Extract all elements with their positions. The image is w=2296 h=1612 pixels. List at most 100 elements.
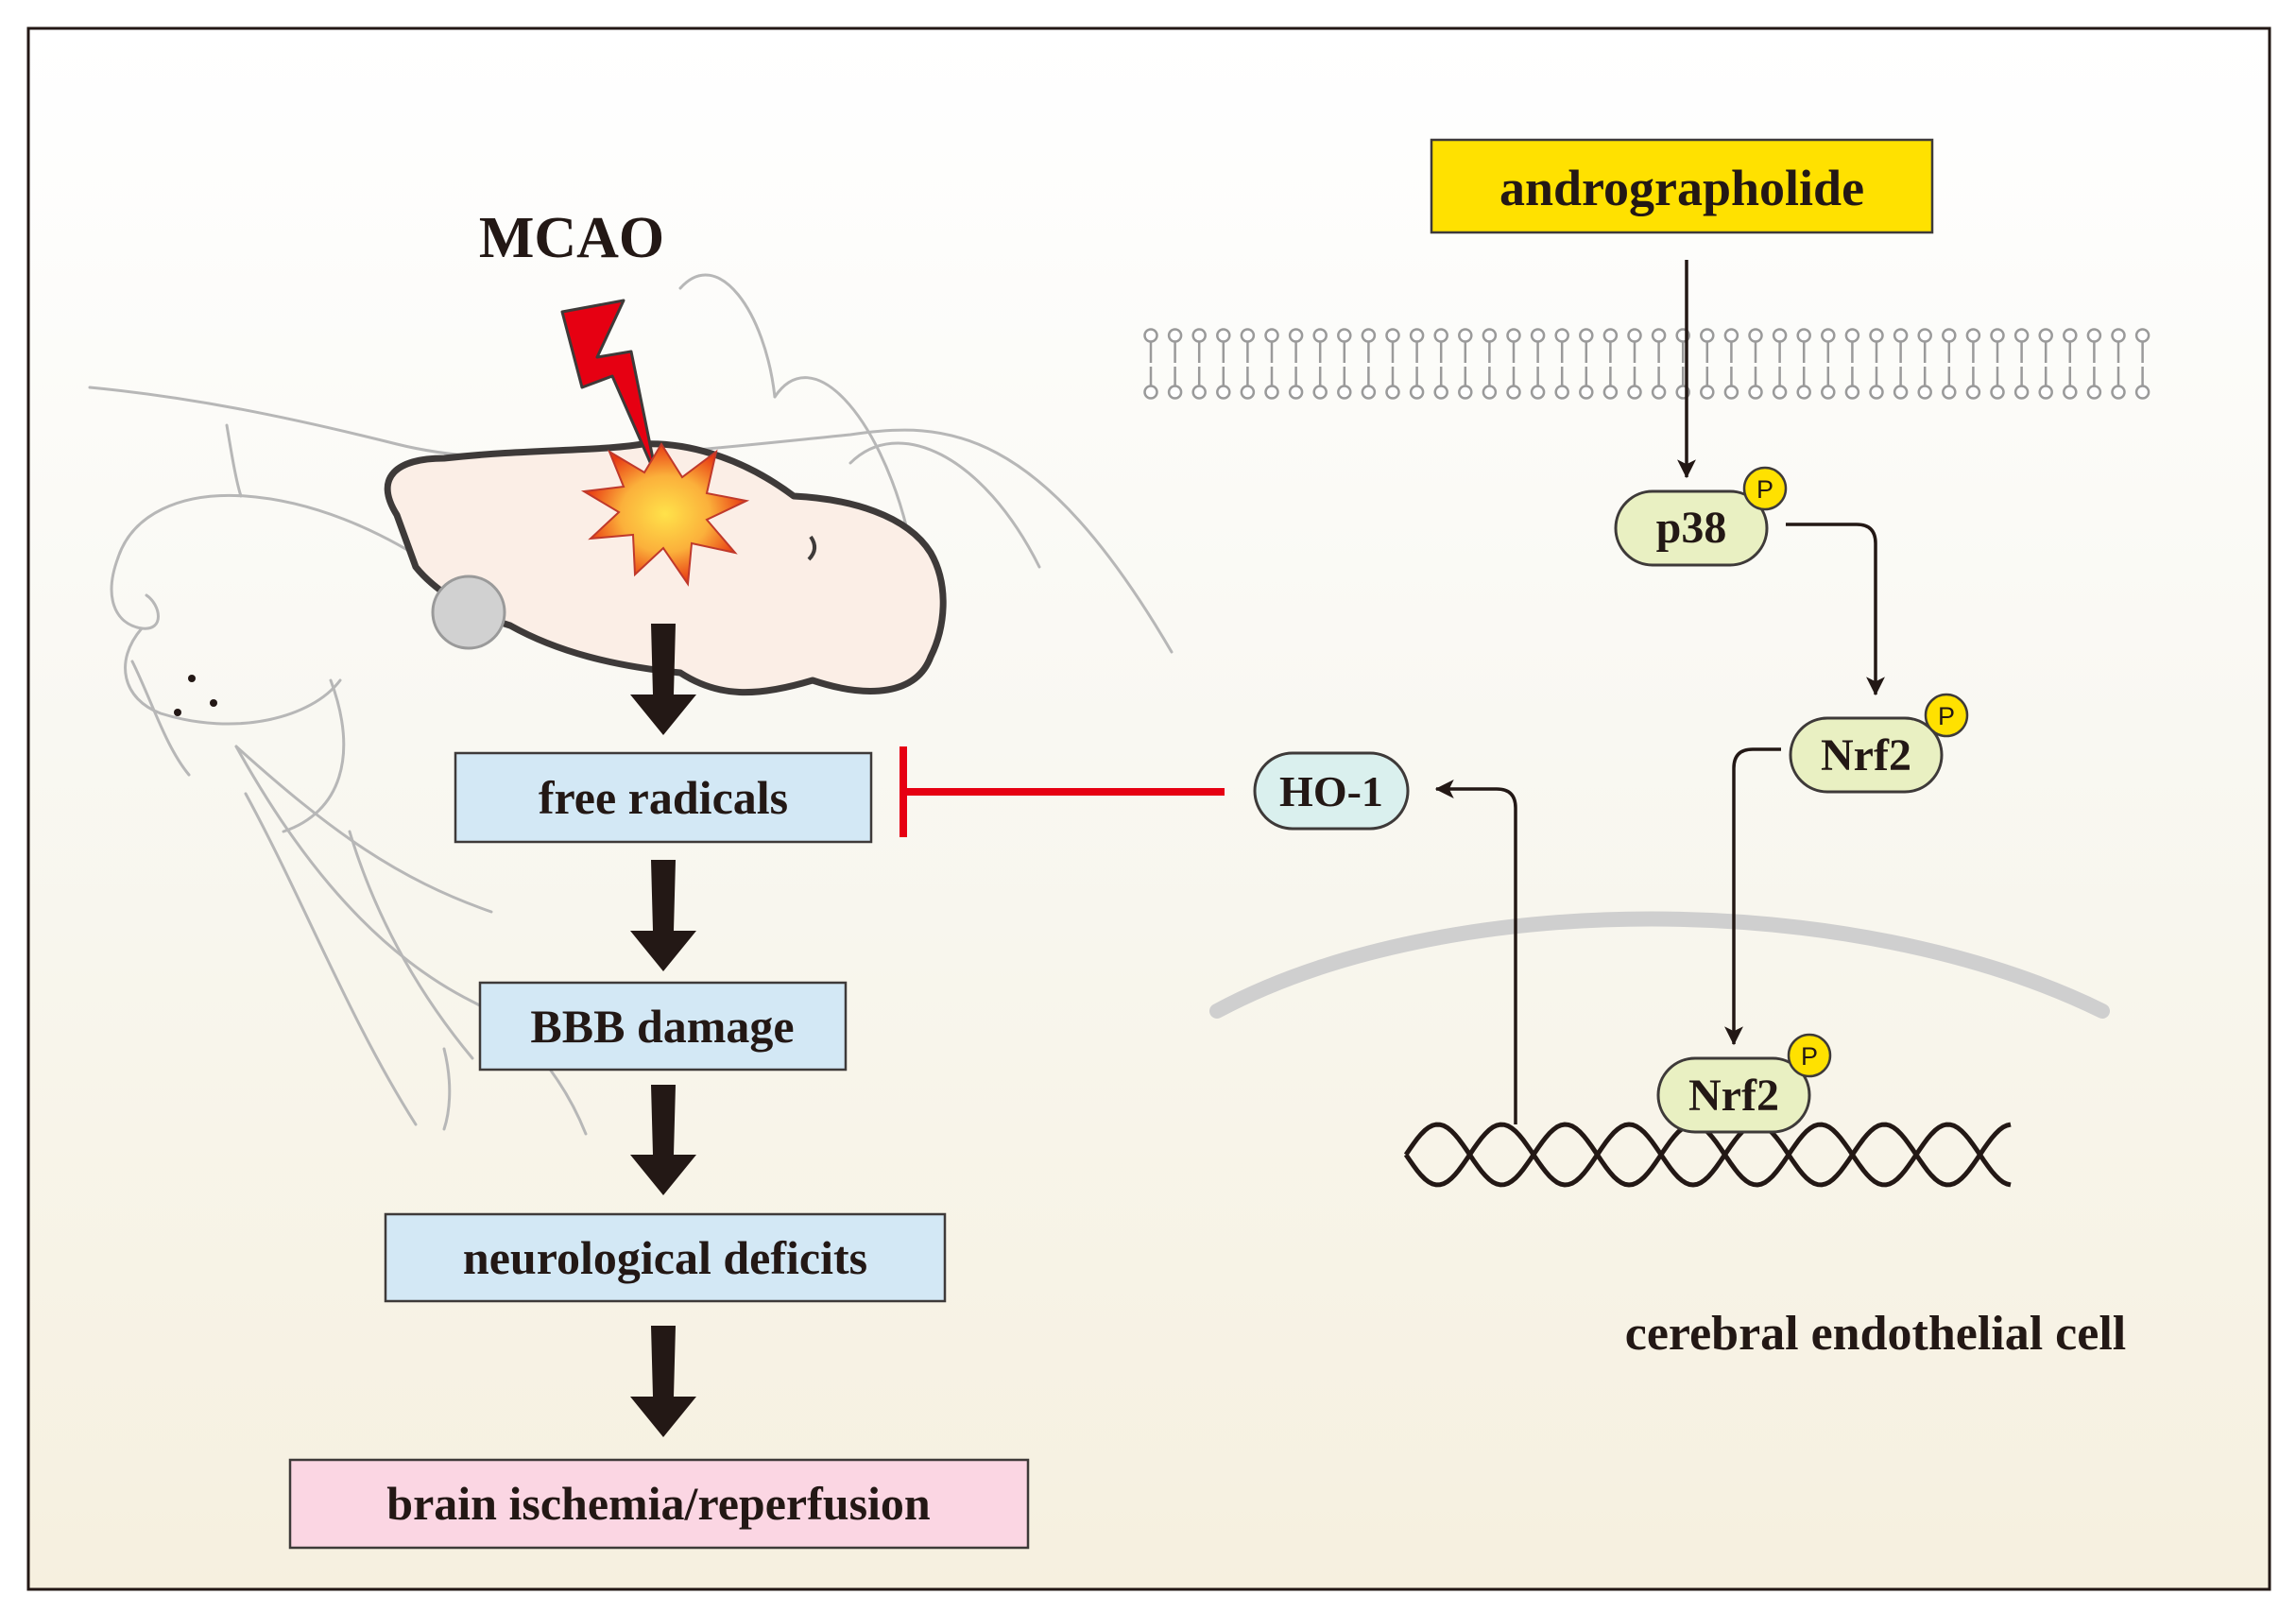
lipid-head (2086, 385, 2102, 400)
lipid-head (1700, 385, 1715, 400)
lipid-head (1143, 328, 1158, 343)
nuclear-envelope (1209, 911, 2110, 1019)
svg-text:P: P (1801, 1042, 1818, 1071)
lipid-head (1312, 328, 1328, 343)
svg-text:BBB damage: BBB damage (530, 1000, 794, 1053)
lipid-head (1965, 385, 1981, 400)
lipid-head (1844, 328, 1860, 343)
lipid-head (1723, 328, 1739, 343)
lipid-head (1627, 328, 1642, 343)
ho1-node: HO-1 (1253, 751, 1410, 831)
svg-text:free radicals: free radicals (539, 771, 788, 824)
lipid-head (1506, 385, 1521, 400)
brain-fold (807, 535, 817, 561)
lipid-head (1433, 385, 1448, 400)
lipid-head (1385, 328, 1400, 343)
lipid-head (1482, 385, 1498, 400)
mcao-label: MCAO (479, 206, 664, 270)
lipid-head (2013, 385, 2030, 400)
lipid-head (1869, 385, 1884, 400)
svg-text:P: P (1938, 702, 1955, 730)
lipid-head (1821, 328, 1836, 343)
lipid-head (1990, 328, 2005, 343)
pathway-arrows (1434, 260, 1885, 1124)
phospho-badge-nrf2-nucleus: P (1787, 1033, 1832, 1078)
lipid-head (1216, 328, 1231, 343)
lipid-head (1942, 385, 1957, 400)
cascade-box-free-radicals: free radicals (454, 751, 873, 844)
lipid-head (1264, 328, 1279, 343)
cascade-box-neurological-deficits: neurological deficits (384, 1212, 947, 1303)
lipid-head (1337, 385, 1352, 400)
cascade-box-bbb-damage: BBB damage (478, 981, 848, 1072)
lipid-head (1506, 328, 1521, 343)
rat-outline (88, 273, 1174, 1136)
lipid-head (1458, 385, 1473, 400)
lipid-head (1337, 328, 1352, 343)
inhibition-ho1-free-radicals (900, 746, 1225, 837)
lipid-head (1965, 328, 1981, 343)
lipid-head (2111, 385, 2126, 400)
nrf2-cytoplasm-node: Nrf2 (1789, 716, 1944, 794)
nrf2-nucleus-node: Nrf2 (1656, 1056, 1811, 1134)
lipid-head (1385, 385, 1400, 400)
cascade-arrows (630, 624, 696, 1437)
phospho-badge-nrf2-cytoplasm: P (1924, 693, 1969, 738)
phospho-badge-p38: P (1742, 466, 1788, 511)
p38-node: p38 (1614, 489, 1769, 567)
lipid-head (1312, 385, 1328, 400)
lipid-head (1530, 385, 1546, 400)
svg-text:HO-1: HO-1 (1279, 767, 1383, 815)
lipid-head (1240, 328, 1256, 343)
lipid-head (1651, 385, 1667, 400)
lipid-head (2086, 328, 2102, 343)
lipid-head (1433, 328, 1448, 343)
svg-text:brain ischemia/reperfusion: brain ischemia/reperfusion (386, 1477, 931, 1530)
lipid-head (1748, 328, 1763, 343)
lipid-head (1821, 385, 1836, 400)
andrographolide-box: andrographolide (1430, 138, 1934, 234)
lipid-head (1579, 385, 1594, 400)
lipid-head (1893, 385, 1909, 400)
arrow-p38-to-nrf2 (1786, 523, 1885, 696)
svg-text:neurological deficits: neurological deficits (463, 1231, 867, 1284)
lipid-head (1143, 385, 1158, 400)
lipid-head (1458, 328, 1473, 343)
svg-text:P: P (1756, 475, 1773, 504)
lipid-head (1772, 385, 1788, 400)
lipid-head (1990, 385, 2005, 400)
lipid-head (1191, 385, 1207, 400)
figure-frame (26, 26, 2271, 1591)
lipid-head (1602, 385, 1619, 400)
lipid-head (2134, 328, 2150, 343)
lipid-head (2063, 328, 2078, 343)
lipid-head (1700, 328, 1715, 343)
arrow-free-radicals-to-bbb (630, 860, 696, 971)
cell-membrane-bilayer (1143, 328, 2150, 400)
lipid-head (1723, 385, 1739, 400)
lipid-head (1554, 385, 1569, 400)
lipid-head (1167, 385, 1183, 400)
brain-shape (384, 440, 947, 696)
lipid-head (1893, 328, 1909, 343)
lipid-head (1942, 328, 1957, 343)
lipid-head (1240, 385, 1256, 400)
lipid-head (1409, 385, 1425, 400)
explosion-burst-icon (580, 442, 750, 587)
lipid-head (2134, 385, 2150, 400)
lipid-head (1579, 328, 1594, 343)
arrow-bbb-to-neurological (630, 1085, 696, 1195)
svg-text:Nrf2: Nrf2 (1688, 1071, 1779, 1121)
lipid-head (2038, 385, 2053, 400)
lipid-head (1772, 328, 1788, 343)
lipid-head (1409, 328, 1425, 343)
lipid-head (1167, 328, 1183, 343)
arrow-dna-to-ho1 (1434, 780, 1517, 1124)
lipid-head (1554, 328, 1569, 343)
olfactory-bulb (431, 574, 506, 650)
lipid-head (1361, 385, 1377, 400)
lipid-head (1288, 385, 1304, 400)
lipid-head (2111, 328, 2126, 343)
svg-text:andrographolide: andrographolide (1499, 160, 1864, 216)
lipid-head (1917, 385, 1932, 400)
